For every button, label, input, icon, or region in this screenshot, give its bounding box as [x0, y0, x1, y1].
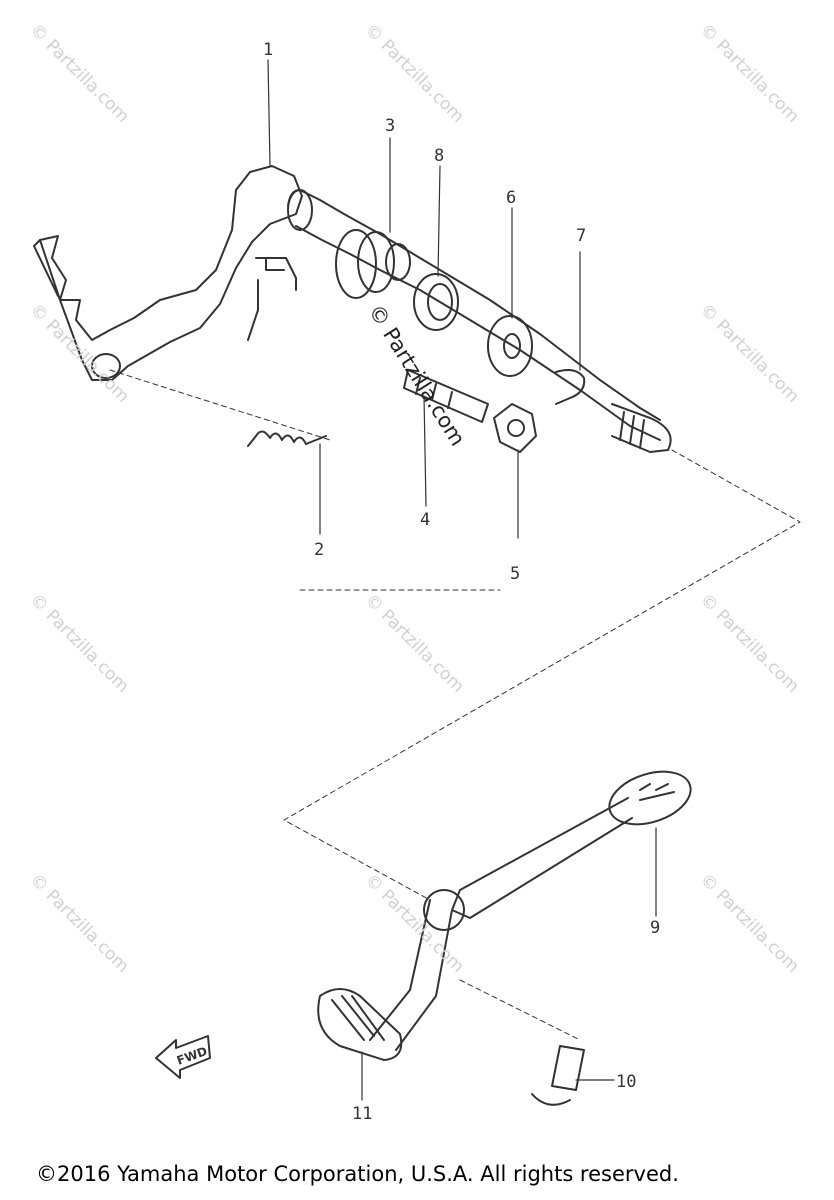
callout-7: 7 [576, 226, 587, 246]
leader-lines [267, 59, 657, 1101]
callout-4: 4 [420, 510, 431, 530]
washer-part-6 [487, 315, 533, 377]
callout-8: 8 [434, 146, 445, 166]
pin-part-4 [403, 369, 489, 423]
callout-11: 11 [352, 1104, 373, 1124]
fwd-arrow-icon [155, 1035, 211, 1079]
callout-3: 3 [385, 116, 396, 136]
copyright-notice: ©2016 Yamaha Motor Corporation, U.S.A. A… [36, 1162, 679, 1186]
shift-pedal-part-9 [369, 770, 692, 1051]
callout-2: 2 [314, 540, 325, 560]
shift-arm-part [33, 165, 303, 381]
assembly-dash-lines [109, 369, 801, 1041]
spring-part-2 [247, 430, 327, 447]
nut-part-5 [493, 403, 537, 453]
callout-1: 1 [263, 40, 274, 60]
collar-part-8 [413, 273, 459, 331]
callout-6: 6 [506, 188, 517, 208]
callout-9: 9 [650, 918, 661, 938]
callout-10: 10 [616, 1072, 637, 1092]
washer-part-3 [335, 229, 411, 299]
pedal-rubber-part-11 [317, 988, 403, 1061]
callout-5: 5 [510, 564, 521, 584]
clip-part-7 [555, 369, 586, 405]
shift-shaft [287, 189, 672, 453]
bolt-part-10 [531, 1045, 585, 1106]
